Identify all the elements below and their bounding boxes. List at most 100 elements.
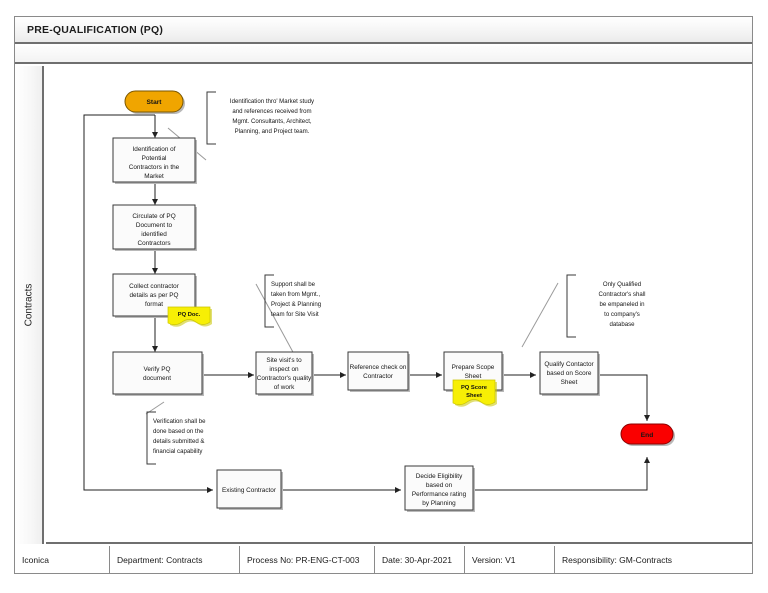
scope-line-2: Sheet bbox=[465, 373, 482, 380]
eligibility-line-1: Decide Eligibility bbox=[416, 473, 463, 480]
sticky-pq-doc: PQ Doc. bbox=[167, 306, 212, 327]
sticky-pq-score-line-1: PQ Score bbox=[461, 385, 488, 391]
note-verification-line-3: details submitted & bbox=[153, 438, 205, 445]
node-existing[interactable]: Existing Contractor bbox=[216, 469, 283, 510]
end-shape bbox=[620, 423, 674, 445]
note-support-line-1: Support shall be bbox=[271, 281, 316, 288]
node-start[interactable]: Start bbox=[124, 90, 185, 114]
note-qualified-line-1: Only Qualified bbox=[603, 281, 641, 288]
document-footer: Iconica Department: Contracts Process No… bbox=[15, 546, 752, 573]
existing-shape bbox=[216, 469, 282, 509]
verify-shape bbox=[112, 351, 203, 395]
identify-shape bbox=[112, 137, 196, 183]
note-verification: Verification shall be done based on the … bbox=[146, 411, 206, 465]
sitevisit-line-2: inspect on bbox=[269, 366, 299, 373]
node-verify[interactable]: Verify PQ document bbox=[112, 351, 204, 396]
sticky-pq-score-shape bbox=[452, 379, 496, 406]
page-title: PRE-QUALIFICATION (PQ) bbox=[27, 23, 164, 36]
node-circulate[interactable]: Circulate of PQ Document to identified C… bbox=[112, 204, 197, 251]
eligibility-line-3: Performance rating bbox=[412, 491, 467, 498]
scope-line-1: Prepare Scope bbox=[452, 364, 495, 371]
footer-company: Iconica bbox=[15, 546, 110, 573]
circulate-line-1: Circulate of PQ bbox=[132, 213, 175, 220]
circulate-line-2: Document to bbox=[136, 222, 173, 229]
collect-line-1: Collect contractor bbox=[129, 283, 180, 290]
collect-line-2: details as per PQ bbox=[129, 292, 178, 299]
note-support-line-3: Project & Planning bbox=[271, 301, 321, 308]
qualify-line-1: Qualify Contactor bbox=[544, 361, 594, 368]
verify-line-2: document bbox=[143, 375, 171, 382]
process-flow-diagram: Start Identification of Potential Contra… bbox=[83, 90, 675, 512]
note-verification-line-2: done based on the bbox=[153, 428, 204, 435]
note-qualified-bracket bbox=[566, 274, 576, 338]
collect-line-3: format bbox=[145, 301, 163, 308]
sitevisit-shape bbox=[255, 351, 313, 395]
collect-shape bbox=[112, 273, 196, 317]
note-identification-line-3: Mgmt. Consultants, Architect, bbox=[232, 118, 312, 125]
node-qualify[interactable]: Qualify Contactor based on Score Sheet bbox=[539, 351, 600, 396]
footer-responsibility: Responsibility: GM-Contracts bbox=[562, 554, 673, 565]
circulate-shape bbox=[112, 204, 196, 250]
sitevisit-line-4: of work bbox=[274, 384, 295, 391]
sticky-pq-doc-shape bbox=[167, 306, 211, 326]
start-shape bbox=[124, 90, 184, 113]
eligibility-line-4: by Planning bbox=[422, 500, 456, 507]
footer-process-no: Process No: PR-ENG-CT-003 bbox=[240, 546, 375, 573]
identify-line-1: Identification of bbox=[133, 146, 176, 153]
note-verification-line-4: financial capability bbox=[153, 448, 203, 455]
start-label: Start bbox=[146, 99, 162, 106]
diagram-subtitle-bar bbox=[15, 46, 752, 64]
sticky-pq-doc-label: PQ Doc. bbox=[178, 312, 201, 318]
note-verification-bracket bbox=[146, 411, 156, 465]
note-qualified-line-4: to company's bbox=[604, 311, 640, 318]
footer-department: Department: Contracts bbox=[110, 546, 240, 573]
note-qualified-line-5: database bbox=[609, 321, 635, 328]
node-eligibility[interactable]: Decide Eligibility based on Performance … bbox=[404, 465, 475, 512]
sticky-pq-score-line-2: Sheet bbox=[466, 393, 482, 399]
connector-start-to-existing bbox=[83, 114, 213, 493]
note-qualified: Only Qualified Contractor's shall be emp… bbox=[566, 274, 646, 338]
node-sitevisit[interactable]: Site visit's to inspect on Contractor's … bbox=[255, 351, 314, 396]
eligibility-line-2: based on bbox=[426, 482, 453, 489]
note-qualified-line-2: Contractor's shall bbox=[599, 291, 646, 298]
note-identification: Identification thro' Market study and re… bbox=[206, 91, 315, 145]
connectors bbox=[83, 114, 650, 493]
sitevisit-line-3: Contractor's quality bbox=[257, 375, 312, 382]
circulate-line-4: Contractors bbox=[137, 240, 170, 247]
node-identify[interactable]: Identification of Potential Contractors … bbox=[112, 137, 197, 184]
footer-date: Date: 30-Apr-2021 bbox=[375, 546, 465, 573]
note-support-bracket bbox=[264, 274, 274, 328]
footer-version: Version: V1 bbox=[465, 546, 555, 573]
note-identification-line-4: Planning, and Project team. bbox=[235, 128, 310, 135]
node-refcheck[interactable]: Reference check on Contractor bbox=[347, 351, 410, 392]
swimlane-header-contracts: Contracts bbox=[16, 66, 44, 544]
qualify-line-2: based on Score bbox=[547, 370, 592, 377]
note-identification-bracket bbox=[206, 91, 216, 145]
identify-line-3: Contractors in the bbox=[129, 164, 180, 171]
note-support: Support shall be taken from Mgmt., Proje… bbox=[264, 274, 321, 328]
connector-eligibility-to-end bbox=[474, 457, 650, 491]
refcheck-line-2: Contractor bbox=[363, 373, 394, 380]
note-identification-line-2: and references received from bbox=[232, 108, 311, 115]
end-label: End bbox=[641, 432, 653, 439]
note-support-line-2: taken from Mgmt., bbox=[271, 291, 320, 298]
swimlane-label-text: Contracts bbox=[23, 283, 35, 327]
circulate-line-3: identified bbox=[141, 231, 167, 238]
node-end[interactable]: End bbox=[620, 423, 675, 446]
sticky-pq-score: PQ Score Sheet bbox=[452, 379, 497, 407]
verify-line-1: Verify PQ bbox=[144, 366, 171, 373]
existing-line-1: Existing Contractor bbox=[222, 487, 277, 494]
diagram-title-bar: PRE-QUALIFICATION (PQ) bbox=[15, 17, 752, 44]
note-qualified-line-3: be empaneled in bbox=[599, 301, 644, 308]
identify-line-4: Market bbox=[144, 173, 164, 180]
qualify-line-3: Sheet bbox=[561, 379, 578, 386]
eligibility-shape bbox=[404, 465, 474, 511]
refcheck-line-1: Reference check on bbox=[350, 364, 407, 371]
connector-qualify-to-end bbox=[598, 374, 650, 421]
sitevisit-line-1: Site visit's to bbox=[266, 357, 302, 364]
note-support-line-4: team for Site Visit bbox=[271, 311, 319, 318]
qualify-shape bbox=[539, 351, 599, 395]
leader-note-qualified bbox=[521, 282, 559, 348]
note-identification-line-1: Identification thro' Market study bbox=[230, 98, 315, 105]
